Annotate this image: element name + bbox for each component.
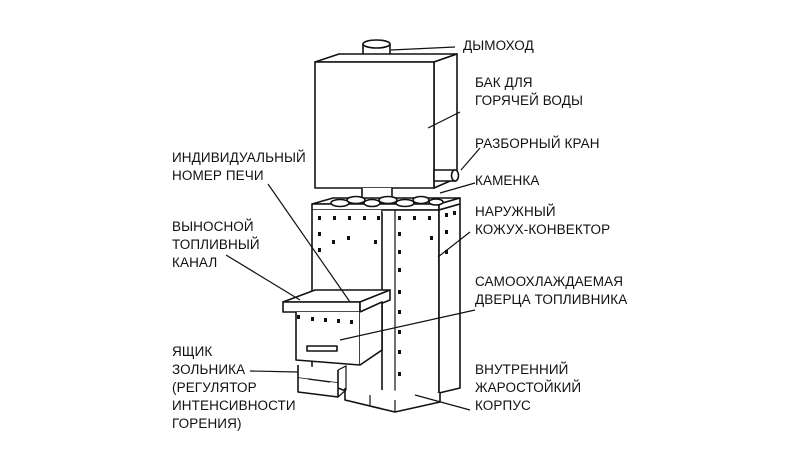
leader-lines [225,46,481,411]
label-door-line2: ДВЕРЦА ТОПЛИВНИКА [475,292,627,307]
label-channel-line1: ВЫНОСНОЙ [172,219,254,234]
label-door-line1: САМООХЛАЖДАЕМАЯ [475,274,623,289]
leader-door [339,309,476,341]
label-channel-line3: КАНАЛ [172,255,217,270]
label-tank-line2: ГОРЯЧЕЙ ВОДЫ [475,93,583,108]
leader-casing [437,231,471,258]
leader-channel [225,254,301,301]
label-ash-line5: ГОРЕНИЯ) [172,416,242,431]
perforation-dots [318,211,456,376]
label-ash-line3: (РЕГУЛЯТОР [172,380,257,395]
fuel-channel [282,289,391,366]
tap [433,169,460,182]
stones [330,195,444,208]
labels: ДЫМОХОД БАК ДЛЯ ГОРЯЧЕЙ ВОДЫ РАЗБОРНЫЙ К… [172,38,627,431]
label-ash-line2: ЗОЛЬНИКА [172,362,245,377]
label-casing-line1: НАРУЖНЫЙ [475,204,556,219]
label-body-line3: КОРПУС [475,398,531,413]
label-tank-line1: БАК ДЛЯ [475,75,533,90]
label-ash-line4: ИНТЕНСИВНОСТИ [172,398,296,413]
ash-box [297,365,347,398]
leader-ash [249,370,299,373]
leader-tap [460,147,481,171]
leader-chimney [390,46,456,51]
leader-tank [427,111,461,129]
inner-body [344,388,441,413]
water-tank [314,53,458,189]
stove-drawing [282,39,461,413]
label-casing-line2: КОЖУХ-КОНВЕКТОР [475,222,610,237]
label-chimney: ДЫМОХОД [463,38,534,53]
leader-number [267,183,351,303]
label-channel-line2: ТОПЛИВНЫЙ [172,237,260,252]
leader-body [414,394,471,411]
label-stones: КАМЕНКА [475,173,539,188]
label-ash-line1: ЯЩИК [172,344,212,359]
label-number-line2: НОМЕР ПЕЧИ [172,168,264,183]
label-number-line1: ИНДИВИДУАЛЬНЫЙ [172,150,306,165]
label-body-line2: ЖАРОСТОЙКИЙ [475,380,581,395]
label-body-line1: ВНУТРЕННИЙ [475,362,569,377]
label-tap: РАЗБОРНЫЙ КРАН [475,136,600,151]
leader-stones [439,182,476,194]
